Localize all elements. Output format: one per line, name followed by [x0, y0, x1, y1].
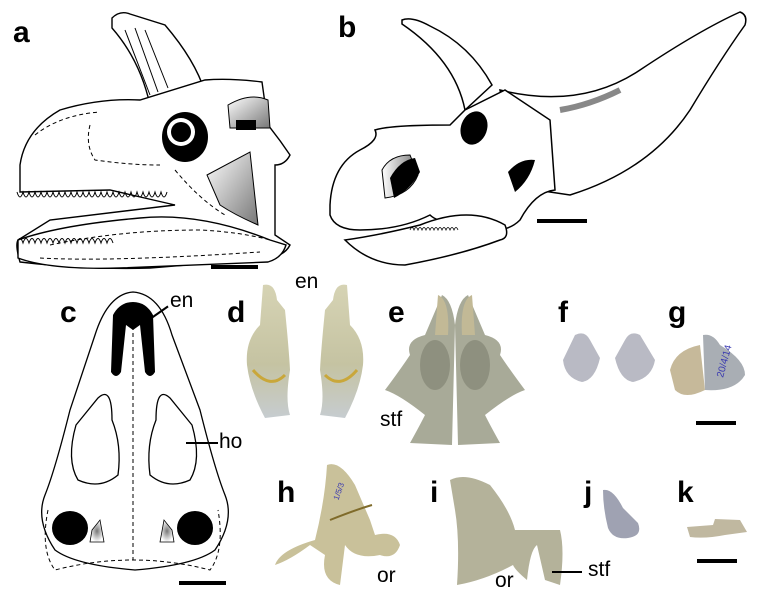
bone-photo-k [687, 519, 747, 538]
leader-ho-c [186, 442, 218, 444]
scale-bar-b [537, 219, 587, 223]
bone-photo-g: 20/4/14 [670, 334, 745, 395]
scale-bar-a [211, 265, 258, 269]
annotation-ho-c: ho [219, 430, 243, 453]
panel-label-b: b [338, 11, 357, 44]
skull-drawing-b [329, 11, 747, 266]
bone-photo-h: 1/5/3 [275, 464, 400, 585]
bone-photo-i [450, 476, 563, 585]
scale-bar-g [696, 421, 736, 425]
panel-label-i: i [430, 476, 439, 509]
annotation-stf-e: stf [380, 408, 403, 431]
scale-bar-k [697, 559, 737, 563]
bone-photo-f [563, 333, 655, 382]
panel-label-f: f [558, 296, 568, 329]
bone-photo-j [603, 489, 640, 539]
panel-label-k: k [677, 476, 694, 509]
bone-photo-d [246, 284, 364, 418]
annotation-en-d: en [295, 270, 319, 293]
annotation-stf-i: stf [588, 558, 611, 581]
bone-photo-e [385, 295, 525, 445]
annotation-or-h: or [377, 564, 396, 587]
panel-label-a: a [13, 16, 30, 49]
annotation-or-i: or [495, 569, 514, 592]
annotation-en-c: en [170, 289, 194, 312]
panel-label-d: d [227, 296, 246, 329]
panel-label-c: c [60, 296, 77, 329]
skull-drawing-a [16, 11, 291, 270]
panel-label-g: g [668, 296, 687, 329]
panel-label-e: e [388, 296, 405, 329]
panel-label-j: j [584, 476, 593, 509]
leader-stf-i [552, 571, 582, 573]
panel-label-h: h [277, 476, 296, 509]
scale-bar-c [179, 581, 226, 585]
skull-drawing-c [41, 291, 229, 571]
